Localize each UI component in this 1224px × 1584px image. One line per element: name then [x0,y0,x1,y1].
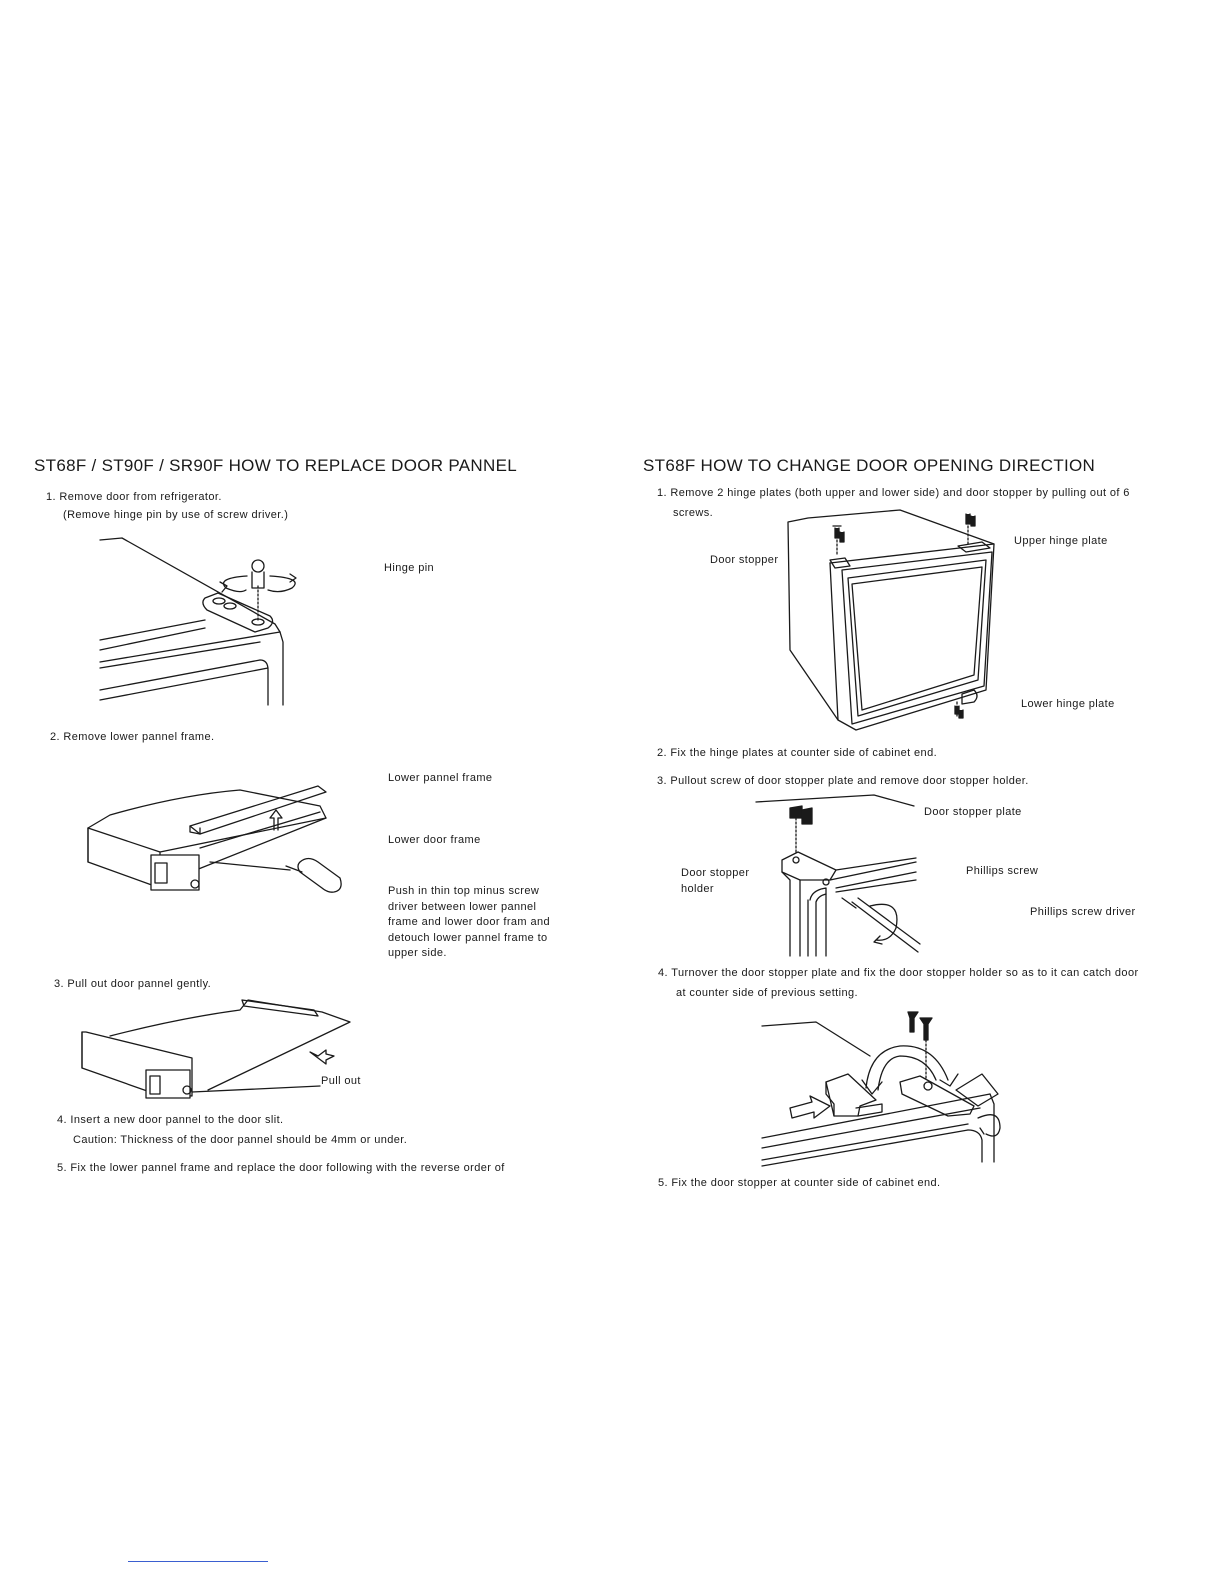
right-step-2: 2. Fix the hinge plates at counter side … [657,747,938,759]
lower-hinge-plate-label: Lower hinge plate [1021,698,1115,710]
hinge-pin-label: Hinge pin [384,562,435,574]
footer-rule [128,1561,268,1562]
right-step-4-cont: at counter side of previous setting. [676,987,858,999]
phillips-screw-label: Phillips screw [966,865,1039,877]
lower-pannel-frame-label: Lower pannel frame [388,772,493,784]
door-stopper-plate-label: Door stopper plate [924,806,1022,818]
upper-hinge-plate-label: Upper hinge plate [1014,535,1108,547]
left-page-title: ST68F / ST90F / SR90F HOW TO REPLACE DOO… [34,456,517,475]
left-step-4-caution: Caution: Thickness of the door pannel sh… [73,1134,408,1146]
right-step-3: 3. Pullout screw of door stopper plate a… [657,775,1029,787]
left-step-3: 3. Pull out door pannel gently. [54,978,212,990]
left-step-5: 5. Fix the lower pannel frame and replac… [57,1162,505,1174]
right-page-title: ST68F HOW TO CHANGE DOOR OPENING DIRECTI… [643,456,1096,475]
door-stopper-holder-label-2: holder [681,883,714,895]
push-instruction-note: Push in thin top minus screw driver betw… [388,885,551,959]
left-step-2: 2. Remove lower pannel frame. [50,731,215,743]
right-step-4: 4. Turnover the door stopper plate and f… [658,967,1139,979]
door-stopper-label: Door stopper [710,554,779,566]
left-step-4: 4. Insert a new door pannel to the door … [57,1114,284,1126]
right-step-1: 1. Remove 2 hinge plates (both upper and… [657,487,1130,499]
pull-out-label: Pull out [321,1075,361,1087]
door-stopper-holder-label: Door stopper [681,867,750,879]
right-step-1-cont: screws. [673,507,714,519]
lower-door-frame-label: Lower door frame [388,834,481,846]
phillips-screw-driver-label: Phillips screw driver [1030,906,1136,918]
left-step-1: 1. Remove door from refrigerator. [46,491,222,503]
left-step-1-note: (Remove hinge pin by use of screw driver… [63,509,289,521]
right-step-5: 5. Fix the door stopper at counter side … [658,1177,941,1189]
